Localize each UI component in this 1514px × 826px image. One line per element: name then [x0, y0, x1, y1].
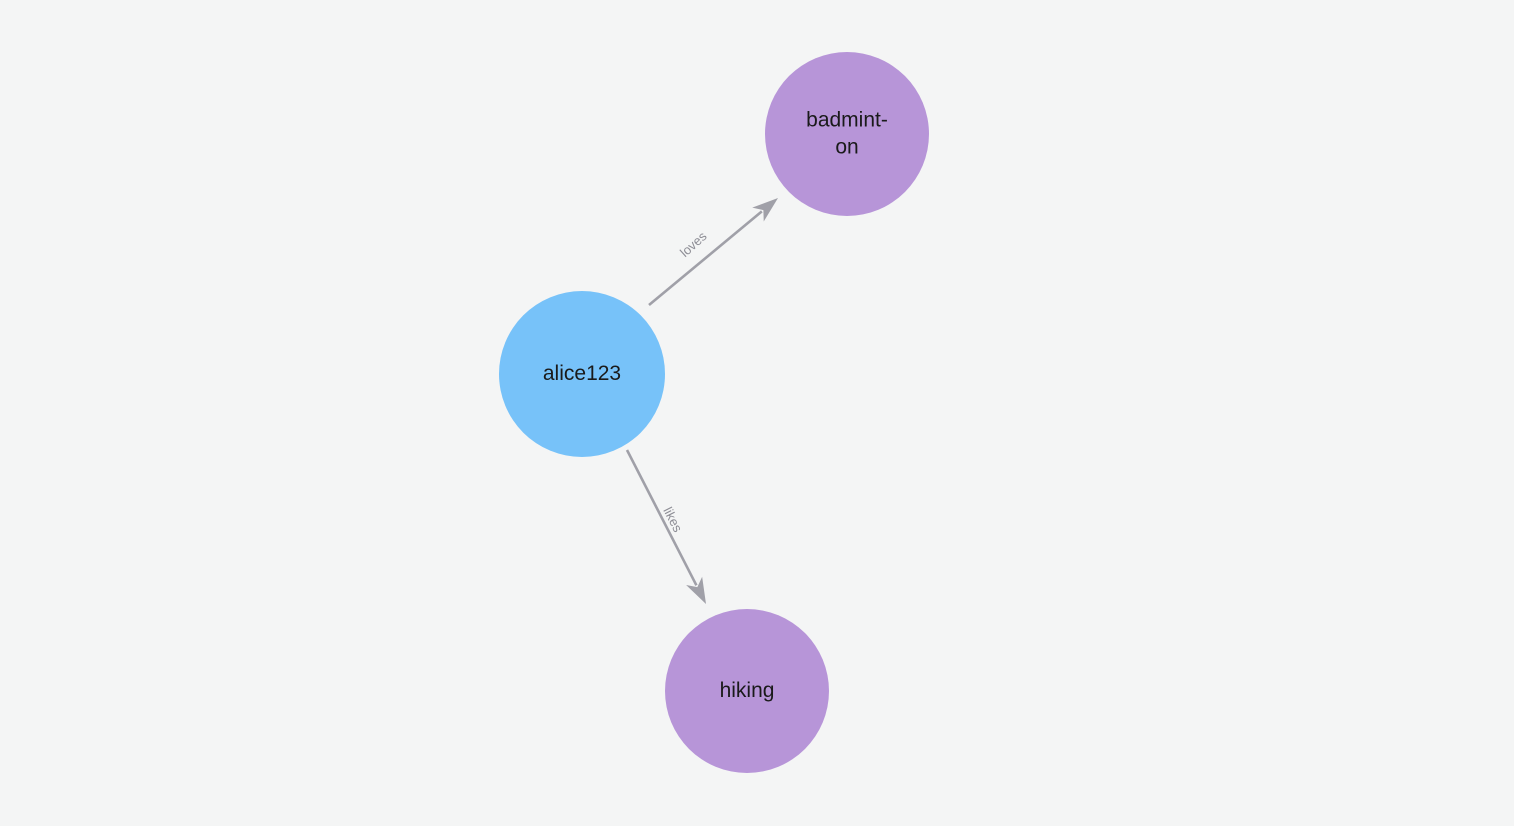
graph-node-hiking[interactable]: hiking [665, 609, 829, 773]
edge-line [625, 449, 698, 586]
node-circle[interactable] [665, 609, 829, 773]
graph-node-alice123[interactable]: alice123 [499, 291, 665, 457]
edge-line [648, 210, 763, 307]
graph-node-badminton[interactable]: badmint-on [765, 52, 929, 216]
graph-edge[interactable]: loves [648, 198, 778, 307]
edge-arrowhead-icon [686, 576, 706, 604]
edge-arrowhead-icon [752, 198, 778, 222]
node-circle[interactable] [765, 52, 929, 216]
node-circle[interactable] [499, 291, 665, 457]
edge-label: loves [677, 228, 710, 260]
graph-edge[interactable]: likes [625, 449, 706, 604]
